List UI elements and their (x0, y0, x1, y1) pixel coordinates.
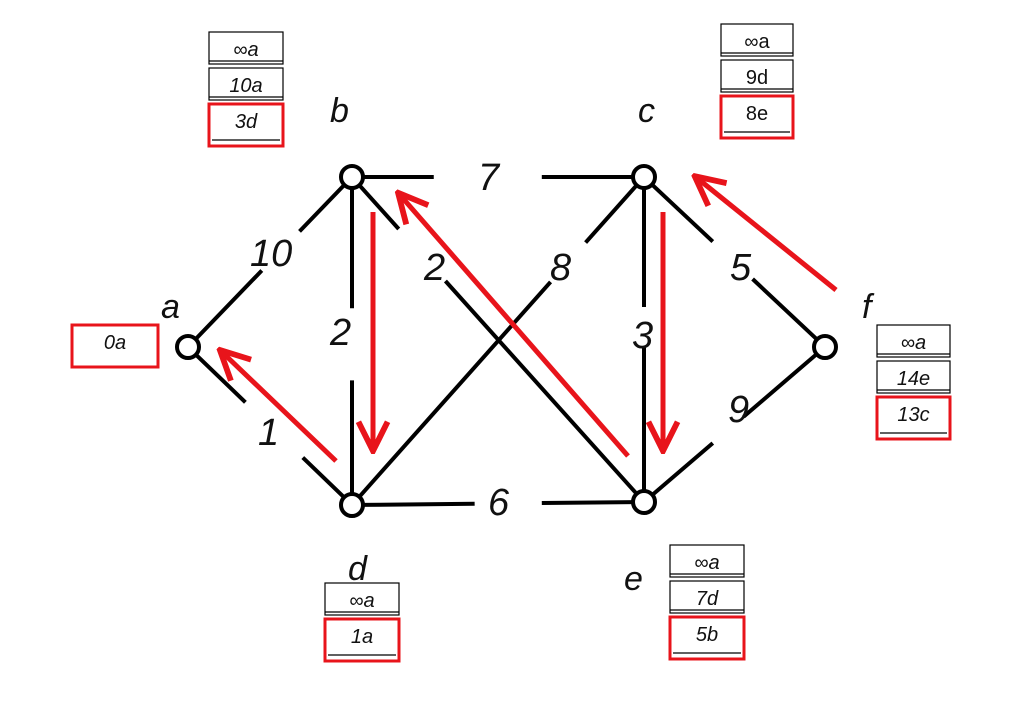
final-distance-label: 1a (351, 626, 373, 648)
arrow-e-to-b (400, 195, 630, 458)
node-label-a: a (161, 288, 180, 326)
label-row-frame (208, 67, 284, 101)
label-row-frame (324, 582, 400, 616)
edge-segment (194, 353, 247, 404)
weight-ad: 1 (258, 412, 279, 454)
nodes (175, 164, 838, 518)
superseded-distance-label: 14e (897, 368, 930, 390)
arrow-f-to-c (697, 178, 838, 292)
edge-segment (541, 500, 634, 506)
superseded-distance-label: ∞a (349, 590, 374, 612)
edge-d-e (362, 500, 634, 507)
label-row-frame (669, 580, 745, 614)
node-b (339, 164, 365, 190)
label-box-c: ∞a 9d 8e (719, 23, 795, 140)
label-row-frame (720, 23, 794, 57)
edge-segment (194, 269, 264, 341)
edge-d-c (357, 183, 639, 499)
edge-segment (301, 456, 346, 499)
edge-segment (651, 441, 715, 497)
arrow-d-to-a (222, 352, 338, 463)
label-box-b: ∞a 10a 3d (207, 31, 285, 148)
label-row-frame (208, 31, 284, 65)
edges (194, 175, 819, 507)
node-c (631, 164, 657, 190)
superseded-distance-label: ∞a (694, 552, 719, 574)
weight-ab: 10 (250, 233, 292, 275)
label-box-f: ∞a 14e 13c (875, 324, 952, 441)
edge-segment (357, 280, 553, 499)
node-label-b: b (330, 92, 349, 130)
label-row-frame (876, 324, 951, 358)
label-box-e: ∞a 7d 5b (668, 544, 746, 661)
edge-segment (751, 277, 819, 341)
final-distance-label: 5b (696, 624, 718, 646)
label-row-frame (720, 59, 794, 93)
label-box-a: 0a (70, 323, 160, 369)
superseded-distance-label: ∞a (744, 31, 770, 53)
superseded-distance-label: 7d (696, 588, 719, 610)
superseded-distance-label: ∞a (901, 332, 926, 354)
node-d (339, 492, 365, 518)
node-label-c: c (638, 92, 655, 130)
label-box-d: ∞a 1a (323, 582, 401, 663)
weight-be: 2 (423, 247, 445, 289)
weight-de: 6 (488, 482, 510, 524)
shortest-path-arrows (222, 178, 838, 463)
node-label-e: e (624, 560, 643, 598)
edge-segment (357, 183, 401, 231)
final-label-frame (668, 615, 746, 661)
edge-b-e (357, 183, 639, 496)
weight-ce: 3 (632, 315, 653, 357)
edge-e-f (651, 352, 818, 497)
weight-dc: 8 (550, 247, 571, 289)
edge-segment (443, 279, 639, 496)
superseded-distance-label: ∞a (233, 39, 258, 61)
node-label-f: f (862, 288, 875, 326)
node-labels: a b c d e f (161, 92, 875, 598)
final-label-frame (207, 102, 285, 148)
label-row-frame (669, 544, 745, 578)
node-a (175, 334, 201, 360)
edge-c-f (650, 183, 819, 341)
label-row-frame (876, 360, 951, 394)
edge-weights: 10 1 7 2 2 8 3 5 6 9 (250, 157, 752, 524)
final-label-frame (70, 323, 160, 369)
weight-cf: 5 (730, 247, 752, 289)
node-e (631, 489, 657, 515)
weight-bc: 7 (478, 157, 501, 199)
final-label-frame (875, 395, 952, 441)
weight-ef: 9 (728, 389, 749, 431)
edge-segment (298, 183, 346, 233)
superseded-distance-label: 9d (746, 67, 768, 89)
final-distance-label: 3d (235, 111, 258, 133)
edge-a-b (194, 183, 346, 341)
edge-segment (742, 352, 818, 419)
final-distance-label: 0a (104, 332, 126, 354)
final-distance-label: 13c (897, 404, 929, 426)
edge-segment (362, 501, 475, 507)
edge-segment (584, 183, 639, 244)
final-label-frame (719, 94, 795, 140)
node-f (812, 334, 838, 360)
superseded-distance-label: 10a (229, 75, 262, 97)
node-label-d: d (348, 550, 368, 588)
final-distance-label: 8e (746, 103, 768, 125)
weight-bd: 2 (329, 312, 351, 354)
final-label-frame (323, 617, 401, 663)
edge-segment (650, 183, 715, 244)
